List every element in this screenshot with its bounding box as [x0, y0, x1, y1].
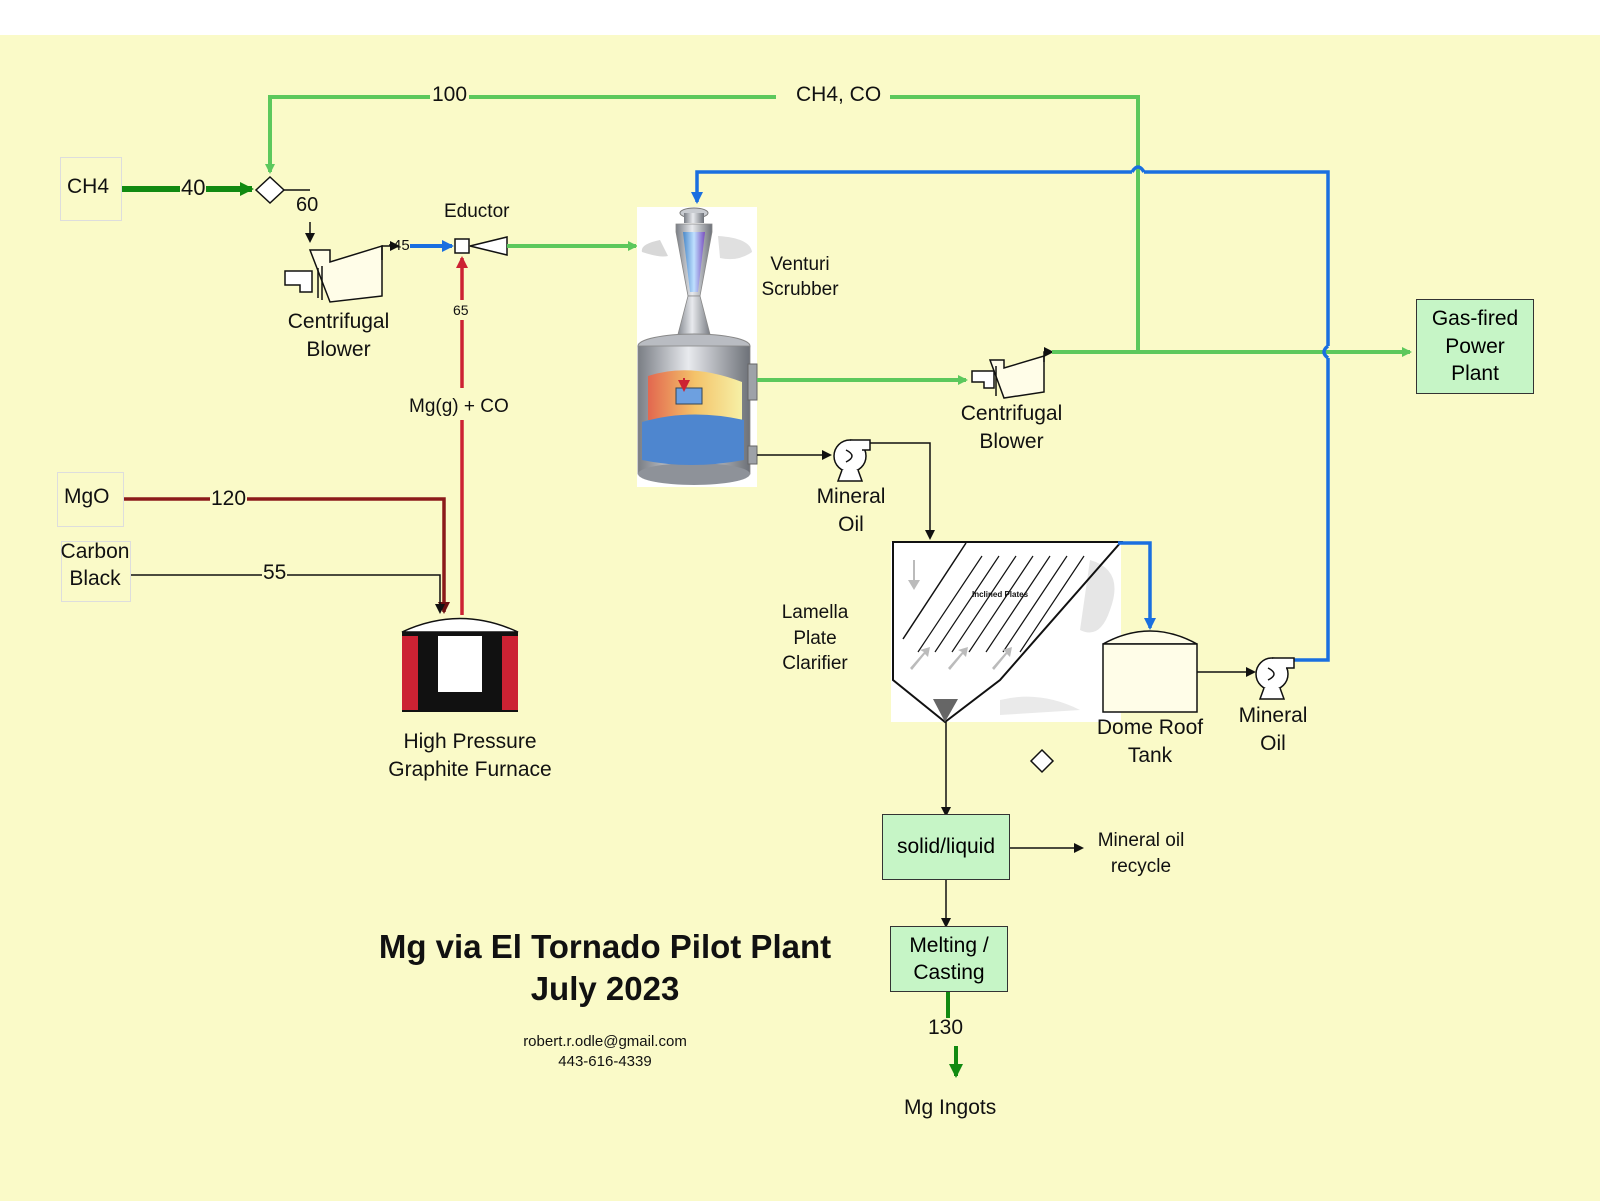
contact-block: robert.r.odle@gmail.com 443-616-4339 — [480, 1032, 730, 1071]
blower-suction-line — [284, 189, 310, 241]
stream-100-label: 100 — [430, 82, 470, 108]
stream-60-label: 60 — [296, 194, 319, 216]
mgo-feed-line — [124, 497, 450, 614]
graphite-furnace-label: High Pressure Graphite Furnace — [388, 730, 552, 781]
melting-casting-label: Melting / Casting — [909, 933, 989, 984]
mgo-label: MgO — [64, 485, 110, 508]
stream-130-label: 130 — [928, 1016, 964, 1039]
stream-45-label: 45 — [393, 237, 410, 254]
eductor-label: Eductor — [444, 201, 510, 222]
clarifier-overflow-line — [1118, 541, 1156, 630]
centrifugal-blower-1-icon — [284, 244, 391, 303]
diagram-canvas — [0, 35, 1600, 1201]
eductor-icon — [454, 236, 508, 256]
blower-2-label: Centrifugal Blower — [960, 402, 1063, 453]
power-plant-box: Gas-fired Power Plant — [1416, 299, 1534, 394]
power-plant-label: Gas-fired Power Plant — [1431, 306, 1519, 386]
lamella-clarifier-label: Lamella Plate Clarifier — [781, 602, 849, 675]
contact-email: robert.r.odle@gmail.com — [523, 1033, 687, 1050]
stream-55-label: 55 — [262, 560, 288, 586]
melting-casting-box: Melting / Casting — [890, 926, 1008, 992]
carbon-black-feed-line — [130, 574, 445, 614]
solid-liquid-box: solid/liquid — [882, 814, 1010, 880]
stream-120-label: 120 — [210, 486, 248, 512]
ch4-label: CH4 — [67, 175, 110, 198]
stream-65-label: 65 — [453, 302, 469, 319]
mg-co-label: Mg(g) + CO — [409, 396, 509, 417]
venturi-scrubber-icon — [637, 207, 758, 487]
graphite-furnace-icon — [401, 617, 519, 712]
ch4-input-box — [60, 157, 122, 221]
recycle-gas-line — [265, 95, 1140, 352]
pump1-discharge-line — [870, 442, 935, 540]
inclined-plates-label: Inclined Plates — [972, 590, 1029, 599]
lamella-clarifier-icon — [891, 541, 1124, 724]
contact-phone: 443-616-4339 — [558, 1052, 652, 1070]
mineral-oil-recycle-label: Mineral oil recycle — [1097, 830, 1185, 877]
small-diamond-icon — [1029, 748, 1055, 774]
stream-40-label: 40 — [180, 175, 207, 202]
dome-roof-tank-label: Dome Roof Tank — [1096, 716, 1204, 767]
mixer-diamond-icon — [254, 175, 286, 205]
blower-1-label: Centrifugal Blower — [287, 310, 390, 361]
mineral-oil-pump-2-icon — [1255, 657, 1295, 700]
mineral-oil-pump-1-icon — [833, 439, 871, 482]
mgo-input-box — [57, 472, 124, 527]
centrifugal-blower-2-icon — [971, 347, 1054, 399]
carbon-black-label: Carbon Black — [60, 540, 130, 591]
dome-roof-tank-icon — [1102, 630, 1198, 713]
diagram-title: Mg via El Tornado Pilot Plant July 2023 — [378, 928, 832, 1007]
pump-1-label: Mineral Oil — [816, 485, 886, 536]
pump-2-label: Mineral Oil — [1238, 704, 1308, 755]
carbon-black-input-box — [61, 541, 131, 602]
solid-liquid-label: solid/liquid — [896, 835, 996, 858]
ch4-co-label: CH4, CO — [796, 83, 882, 106]
mg-ingots-label: Mg Ingots — [904, 1096, 997, 1119]
venturi-scrubber-label: Venturi Scrubber — [761, 254, 839, 301]
oil-return-line — [697, 165, 1330, 662]
